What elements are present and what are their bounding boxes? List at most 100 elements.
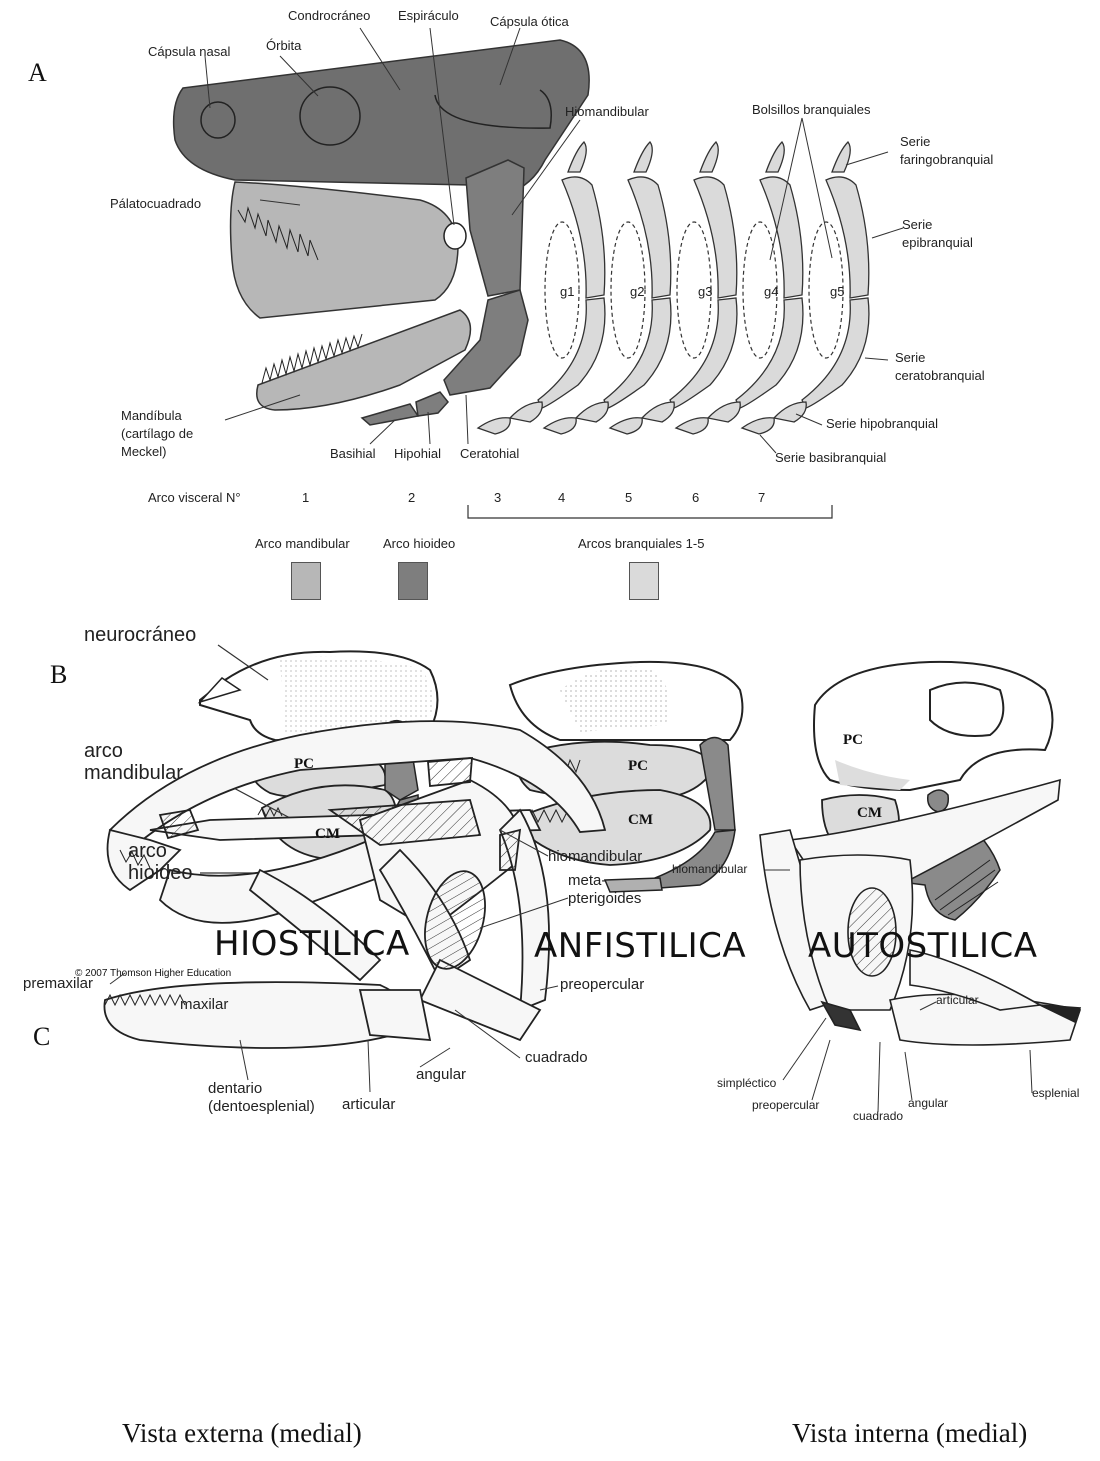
label-cm-autostilica: CM xyxy=(857,805,882,822)
epibranchial-element xyxy=(694,177,737,298)
label-faringo-1: Serie xyxy=(900,134,930,150)
label-hiomandibular-a: Hiomandibular xyxy=(565,104,649,120)
label-meta-1: meta- xyxy=(568,872,606,890)
label-hiostilica: HIOSTILICA xyxy=(214,924,410,964)
legend-label-branquiales: Arcos branquiales 1-5 xyxy=(578,536,704,552)
branchial-bracket xyxy=(468,505,832,518)
legend-swatch-mandibular xyxy=(291,562,321,600)
caption-vista-externa: Vista externa (medial) xyxy=(122,1418,362,1449)
basibranchial-element xyxy=(478,418,510,434)
pharyngobranchial-element xyxy=(700,142,718,172)
label-anfistilica: ANFISTILICA xyxy=(534,926,746,966)
autostylic-orbit xyxy=(930,683,1003,737)
label-simplectico: simpléctico xyxy=(717,1075,776,1091)
epibranchial-element xyxy=(628,177,671,298)
label-epi-1: Serie xyxy=(902,217,932,233)
label-pc-hiostilica: PC xyxy=(294,756,314,773)
ceratobranchial-element xyxy=(538,298,605,408)
label-mandibula-1: Mandíbula xyxy=(121,408,182,424)
arch-number: 4 xyxy=(558,490,565,506)
pharyngobranchial-element xyxy=(832,142,850,172)
panel-letter-a: A xyxy=(28,58,47,88)
legend-swatch-branquiales xyxy=(629,562,659,600)
label-dentario-1: dentario xyxy=(208,1080,262,1098)
legend-swatch-hioideo xyxy=(398,562,428,600)
caption-vista-interna: Vista interna (medial) xyxy=(792,1418,1027,1449)
legend-label-mandibular: Arco mandibular xyxy=(255,536,350,552)
arch-number: 3 xyxy=(494,490,501,506)
hypobranchial-element xyxy=(774,402,806,422)
copyright-notice: © 2007 Thomson Higher Education xyxy=(75,968,231,979)
label-articular-right: articular xyxy=(936,992,979,1008)
label-maxilar: maxilar xyxy=(180,996,228,1014)
label-meta-2: pterigoides xyxy=(568,890,641,908)
label-orbita: Órbita xyxy=(266,38,301,54)
label-hiomandibular-c: hiomandibular xyxy=(548,848,642,866)
label-neurocraneo: neurocráneo xyxy=(84,624,196,646)
label-cm-hiostilica: CM xyxy=(315,826,340,843)
panel-letter-b: B xyxy=(50,660,67,690)
label-ceratohial: Ceratohial xyxy=(460,446,519,462)
label-arco-mandibular-1: arco xyxy=(84,740,123,762)
hypobranchial-element xyxy=(642,402,674,422)
panel-a-drawing xyxy=(174,40,590,425)
branchial-arches xyxy=(478,142,869,434)
gill-label: g1 xyxy=(560,284,574,300)
label-arco-hioideo-1: arco xyxy=(128,840,167,862)
label-autostilica: AUTOSTILICA xyxy=(808,926,1038,966)
label-arco-hioideo-2: hioideo xyxy=(128,862,193,884)
basibranchial-element xyxy=(610,418,642,434)
epibranchial-element xyxy=(562,177,605,298)
arch-number: 6 xyxy=(692,490,699,506)
epibranchial-element xyxy=(826,177,869,298)
label-cuadrado-right: cuadrado xyxy=(853,1108,903,1124)
arch-number: 1 xyxy=(302,490,309,506)
label-hiomandibular-right: hiomandibular xyxy=(672,861,747,877)
pharyngobranchial-element xyxy=(568,142,586,172)
label-dentario-2: (dentoesplenial) xyxy=(208,1098,315,1116)
label-cm-anfistilica: CM xyxy=(628,812,653,829)
legend-label-hioideo: Arco hioideo xyxy=(383,536,455,552)
ceratobranchial-element xyxy=(736,298,803,408)
label-angular-c: angular xyxy=(416,1066,466,1084)
label-esplenial: esplenial xyxy=(1032,1085,1079,1101)
label-cerato-2: ceratobranquial xyxy=(895,368,985,384)
label-angular-right: angular xyxy=(908,1095,948,1111)
label-capsula-otica: Cápsula ótica xyxy=(490,14,569,30)
gill-label: g2 xyxy=(630,284,644,300)
label-preopercular-right: preopercular xyxy=(752,1097,819,1113)
label-epi-2: epibranquial xyxy=(902,235,973,251)
epibranchial-element xyxy=(760,177,803,298)
label-mandibula-2: (cartílago de xyxy=(121,426,193,442)
pharyngobranchial-element xyxy=(634,142,652,172)
label-preopercular-c: preopercular xyxy=(560,976,644,994)
basibranchial-element xyxy=(676,418,708,434)
label-articular-c: articular xyxy=(342,1096,395,1114)
hypohyal-shape xyxy=(416,392,448,416)
spiracle-shape xyxy=(444,223,466,249)
label-basihial: Basihial xyxy=(330,446,376,462)
label-bolsillos: Bolsillos branquiales xyxy=(752,102,871,118)
hypobranchial-element xyxy=(576,402,608,422)
ceratobranchial-element xyxy=(802,298,869,408)
label-pc-autostilica: PC xyxy=(843,732,863,749)
basibranchial-element xyxy=(742,418,774,434)
label-palatocuadrado: Pálatocuadrado xyxy=(110,196,201,212)
palatoquadrate-shape xyxy=(231,182,458,318)
basibranchial-element xyxy=(544,418,576,434)
label-espiraculo: Espiráculo xyxy=(398,8,459,24)
label-hipohial: Hipohial xyxy=(394,446,441,462)
panel-c-right-drawing xyxy=(760,780,1080,1045)
ceratobranchial-element xyxy=(604,298,671,408)
chondrocranium-shape xyxy=(174,40,590,200)
label-pc-anfistilica: PC xyxy=(628,758,648,775)
hypobranchial-element xyxy=(510,402,542,422)
label-basibranquial: Serie basibranquial xyxy=(775,450,886,466)
arch-row-label: Arco visceral N° xyxy=(148,490,241,506)
label-arco-mandibular-2: mandibular xyxy=(84,762,183,784)
arch-number: 7 xyxy=(758,490,765,506)
label-faringo-2: faringobranquial xyxy=(900,152,993,168)
label-hipobranquial: Serie hipobranquial xyxy=(826,416,938,432)
